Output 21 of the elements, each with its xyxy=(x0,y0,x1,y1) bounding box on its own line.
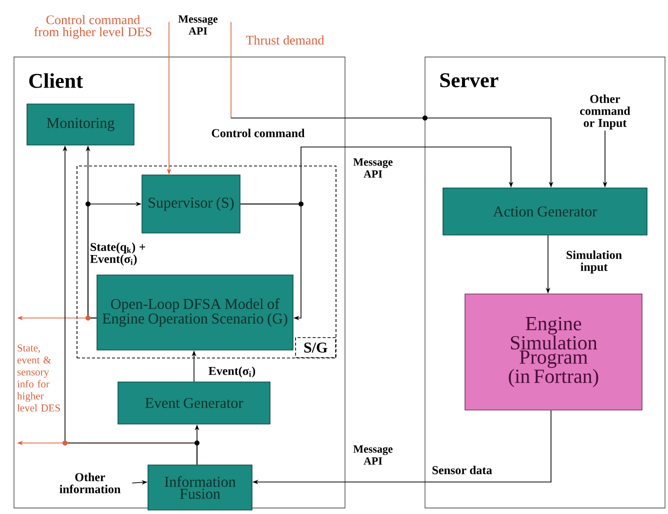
edge-label: Event(σ$_{i}$) xyxy=(208,366,256,378)
process-box: Supervisor (S) xyxy=(142,174,240,234)
edge-label: State(q$_{k}$) + Event(σ$_{i}$) xyxy=(90,242,146,266)
note-label: Thrust demand xyxy=(246,35,324,45)
process-box: Event Generator xyxy=(118,382,270,424)
input-label: Other command or Input xyxy=(580,94,630,130)
arrow xyxy=(240,204,302,320)
edge-label: Simulation input xyxy=(566,250,622,274)
note-label: Control command from higher level DES xyxy=(34,15,152,39)
note-label: Message API xyxy=(353,158,393,178)
note-label: State, event & sensory info for higher level DES xyxy=(17,344,60,412)
note-label: Message API xyxy=(353,445,393,465)
process-box: Open-Loop DFSA Model of Engine Operation Scenario (G) xyxy=(96,274,294,350)
input-label: Other information xyxy=(60,472,120,494)
edge-label: Sensor data xyxy=(432,466,492,474)
program-box: Engine Simulation Program (in Fortran) xyxy=(464,294,642,410)
note-label: Message API xyxy=(178,15,218,35)
edge-label: Control command xyxy=(212,128,305,138)
process-box: Action Generator xyxy=(442,188,648,236)
process-box: Information Fusion xyxy=(148,464,252,510)
process-box: Monitoring xyxy=(26,104,134,146)
